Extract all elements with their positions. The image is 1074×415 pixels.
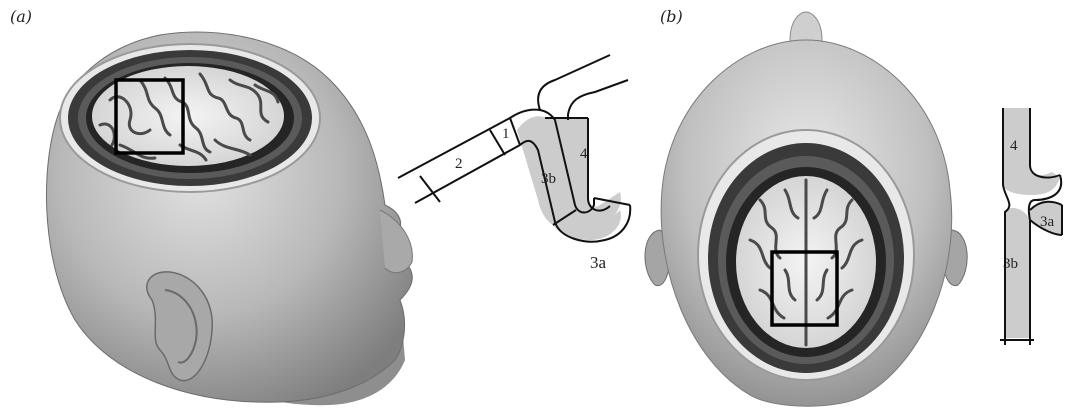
panel-b-label: (b) (660, 7, 683, 26)
schematic-a: 1 2 3b 4 3a (398, 55, 630, 272)
segment-3b-shape-b (1005, 208, 1030, 338)
schematic-b: 4 3a 3b (1000, 108, 1062, 345)
panel-b: (b) (645, 7, 1062, 406)
schematic-b-label-3b: 3b (1003, 256, 1018, 272)
panel-a: (a) (10, 7, 630, 405)
schematic-a-label-1: 1 (502, 126, 510, 142)
schematic-a-label-4: 4 (580, 146, 588, 162)
schematic-b-label-4: 4 (1010, 138, 1018, 154)
schematic-b-label-3a: 3a (1040, 214, 1055, 230)
head-render-side-view (46, 32, 412, 405)
panel-a-label: (a) (10, 7, 32, 26)
schematic-a-label-2: 2 (455, 156, 463, 172)
schematic-a-label-3a: 3a (590, 253, 607, 272)
schematic-a-label-3b: 3b (541, 171, 556, 187)
head-render-top-view (645, 12, 967, 406)
